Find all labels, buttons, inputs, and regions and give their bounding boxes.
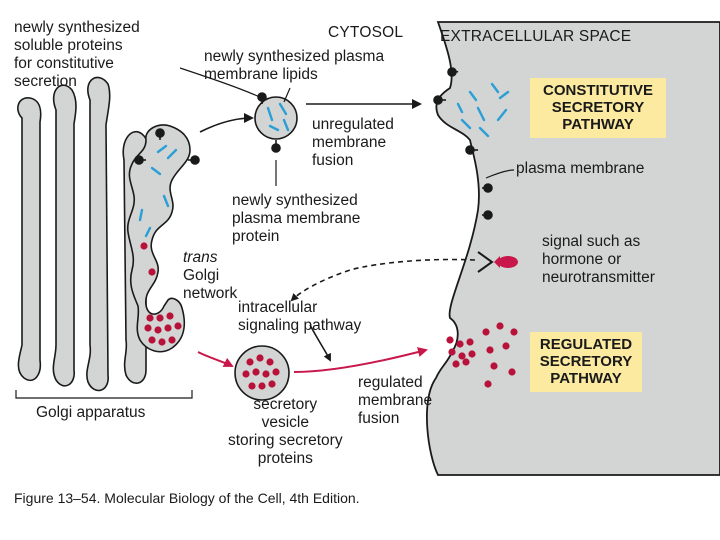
signal-receptor [477,251,518,273]
membrane-proteins [134,67,493,220]
label-golgi-network: Golgi network [183,267,238,302]
label-soluble-proteins: newly synthesized soluble proteins for c… [14,19,140,90]
regulated-arrow-1 [197,351,234,367]
extracellular-header: EXTRACELLULAR SPACE [440,28,632,45]
cytosol-header: CYTOSOL [328,24,404,41]
label-golgi-apparatus: Golgi apparatus [36,404,146,421]
label-membrane-lipids: newly synthesized plasma membrane lipids [204,48,385,83]
label-membrane-protein: newly synthesized plasma membrane protei… [232,192,361,245]
label-regulated-fusion: regulated membrane fusion [358,374,433,427]
label-intracellular-signaling: intracellular signaling pathway [238,299,362,334]
label-secretory-vesicle: secretory vesicle storing secretory prot… [228,396,343,467]
arrows [179,67,515,362]
regulated-pathway-box: REGULATED SECRETORY PATHWAY [530,332,642,392]
golgi-stack [17,76,149,392]
label-plasma-membrane: plasma membrane [516,160,645,177]
lipid-dashes [138,82,510,238]
regulated-arrow-2 [293,347,428,373]
label-unregulated-fusion: unregulated membrane fusion [312,116,394,169]
golgi-bracket [15,390,193,399]
label-trans: trans [183,249,218,266]
label-signal: signal such as hormone or neurotransmitt… [542,233,655,286]
secretory-granules [140,242,518,390]
figure-caption: Figure 13–54. Molecular Biology of the C… [14,490,360,506]
constitutive-pathway-box: CONSTITUTIVE SECRETORY PATHWAY [530,78,666,138]
trans-golgi-network [126,124,191,353]
